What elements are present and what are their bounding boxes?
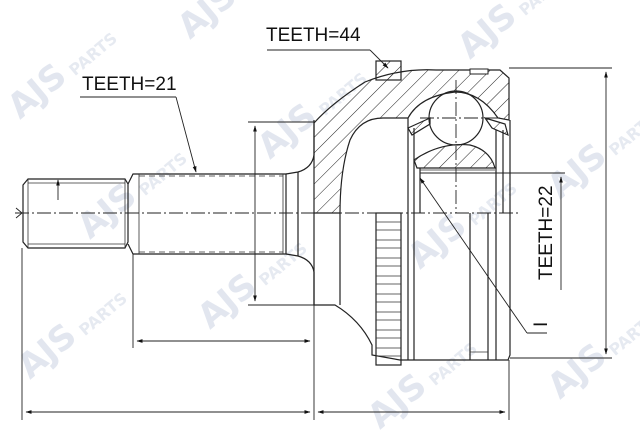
centerline-end-icon — [15, 207, 23, 219]
leaders — [80, 49, 547, 334]
svg-text:AJS: AJS — [450, 0, 524, 67]
svg-text:AJS: AJS — [540, 335, 614, 406]
abs-tone-ring — [375, 212, 402, 366]
svg-text:PARTS: PARTS — [75, 289, 131, 340]
teeth-inner-label: TEETH=22 — [536, 185, 557, 280]
svg-text:PARTS: PARTS — [465, 179, 521, 230]
bell-housing — [313, 68, 511, 361]
svg-text:AJS: AJS — [360, 365, 434, 436]
dimensions — [21, 67, 612, 420]
threaded-stub — [22, 178, 129, 249]
svg-text:AJS: AJS — [70, 175, 144, 246]
svg-text:AJS: AJS — [0, 55, 74, 126]
svg-text:PARTS: PARTS — [605, 309, 640, 360]
svg-text:PARTS: PARTS — [515, 0, 571, 20]
ring-tooth-block — [375, 60, 402, 81]
teeth-ring-label: TEETH=44 — [266, 25, 361, 46]
teeth-shaft-label: TEETH=21 — [82, 74, 177, 95]
svg-text:AJS: AJS — [10, 315, 84, 386]
marker-label: I — [531, 322, 552, 327]
inner-race-assembly — [407, 80, 509, 360]
svg-text:PARTS: PARTS — [65, 29, 121, 80]
svg-text:AJS: AJS — [190, 265, 264, 336]
svg-text:AJS: AJS — [170, 0, 244, 47]
svg-text:PARTS: PARTS — [425, 339, 481, 390]
svg-text:PARTS: PARTS — [605, 109, 640, 160]
